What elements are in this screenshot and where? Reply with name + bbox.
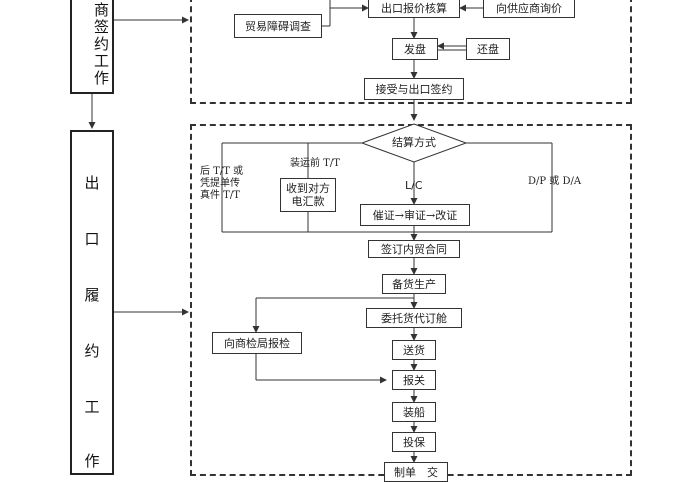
documents-box: 制单 交 [384,462,448,482]
book-shipping-box: 委托货代订舱 [366,308,462,328]
flow-connectors [88,0,553,463]
fulfillment-char-2: 口 [84,230,100,248]
deliver-box: 送货 [392,340,436,360]
pre-tt-label: 装运前 T/T [290,158,340,169]
lc-label: L/C [405,179,423,192]
customs-box: 报关 [392,370,436,390]
prepare-goods-box: 备货生产 [382,274,446,294]
post-tt-label: 后 T/T 或 凭提单传 真件 T/T [200,166,244,201]
settlement-label: 结算方式 [392,136,436,149]
domestic-contract-box: 签订内贸合同 [368,240,460,258]
contract-section-frame [190,0,632,104]
lc-process-box: 催证→审证→改证 [360,204,470,226]
receive-payment-box: 收到对方 电汇款 [280,178,336,212]
insurance-box: 投保 [392,432,436,452]
fulfillment-char-3: 履 [84,286,100,304]
counter-offer-box: 还盘 [466,38,510,60]
fulfillment-char-1: 出 [84,174,100,192]
load-box: 装船 [392,402,436,422]
fulfillment-char-5: 工 [84,398,100,416]
offer-box: 发盘 [392,38,438,60]
inspection-box: 向商检局报检 [212,332,302,354]
fulfillment-char-4: 约 [84,342,100,360]
contract-phase-label: 商签约工作 [92,1,110,87]
supplier-quote-box: 向供应商询价 [483,0,575,18]
fulfillment-char-6: 作 [84,452,100,470]
trade-barrier-box: 贸易障碍调查 [234,14,322,38]
export-fulfillment-panel: 出 口 履 约 工 作 [70,130,114,475]
export-cost-box: 出口报价核算 [368,0,460,18]
contract-phase-panel: 商签约工作 [70,0,114,94]
dpda-label: D/P 或 D/A [528,176,582,187]
accept-sign-box: 接受与出口签约 [364,78,464,100]
